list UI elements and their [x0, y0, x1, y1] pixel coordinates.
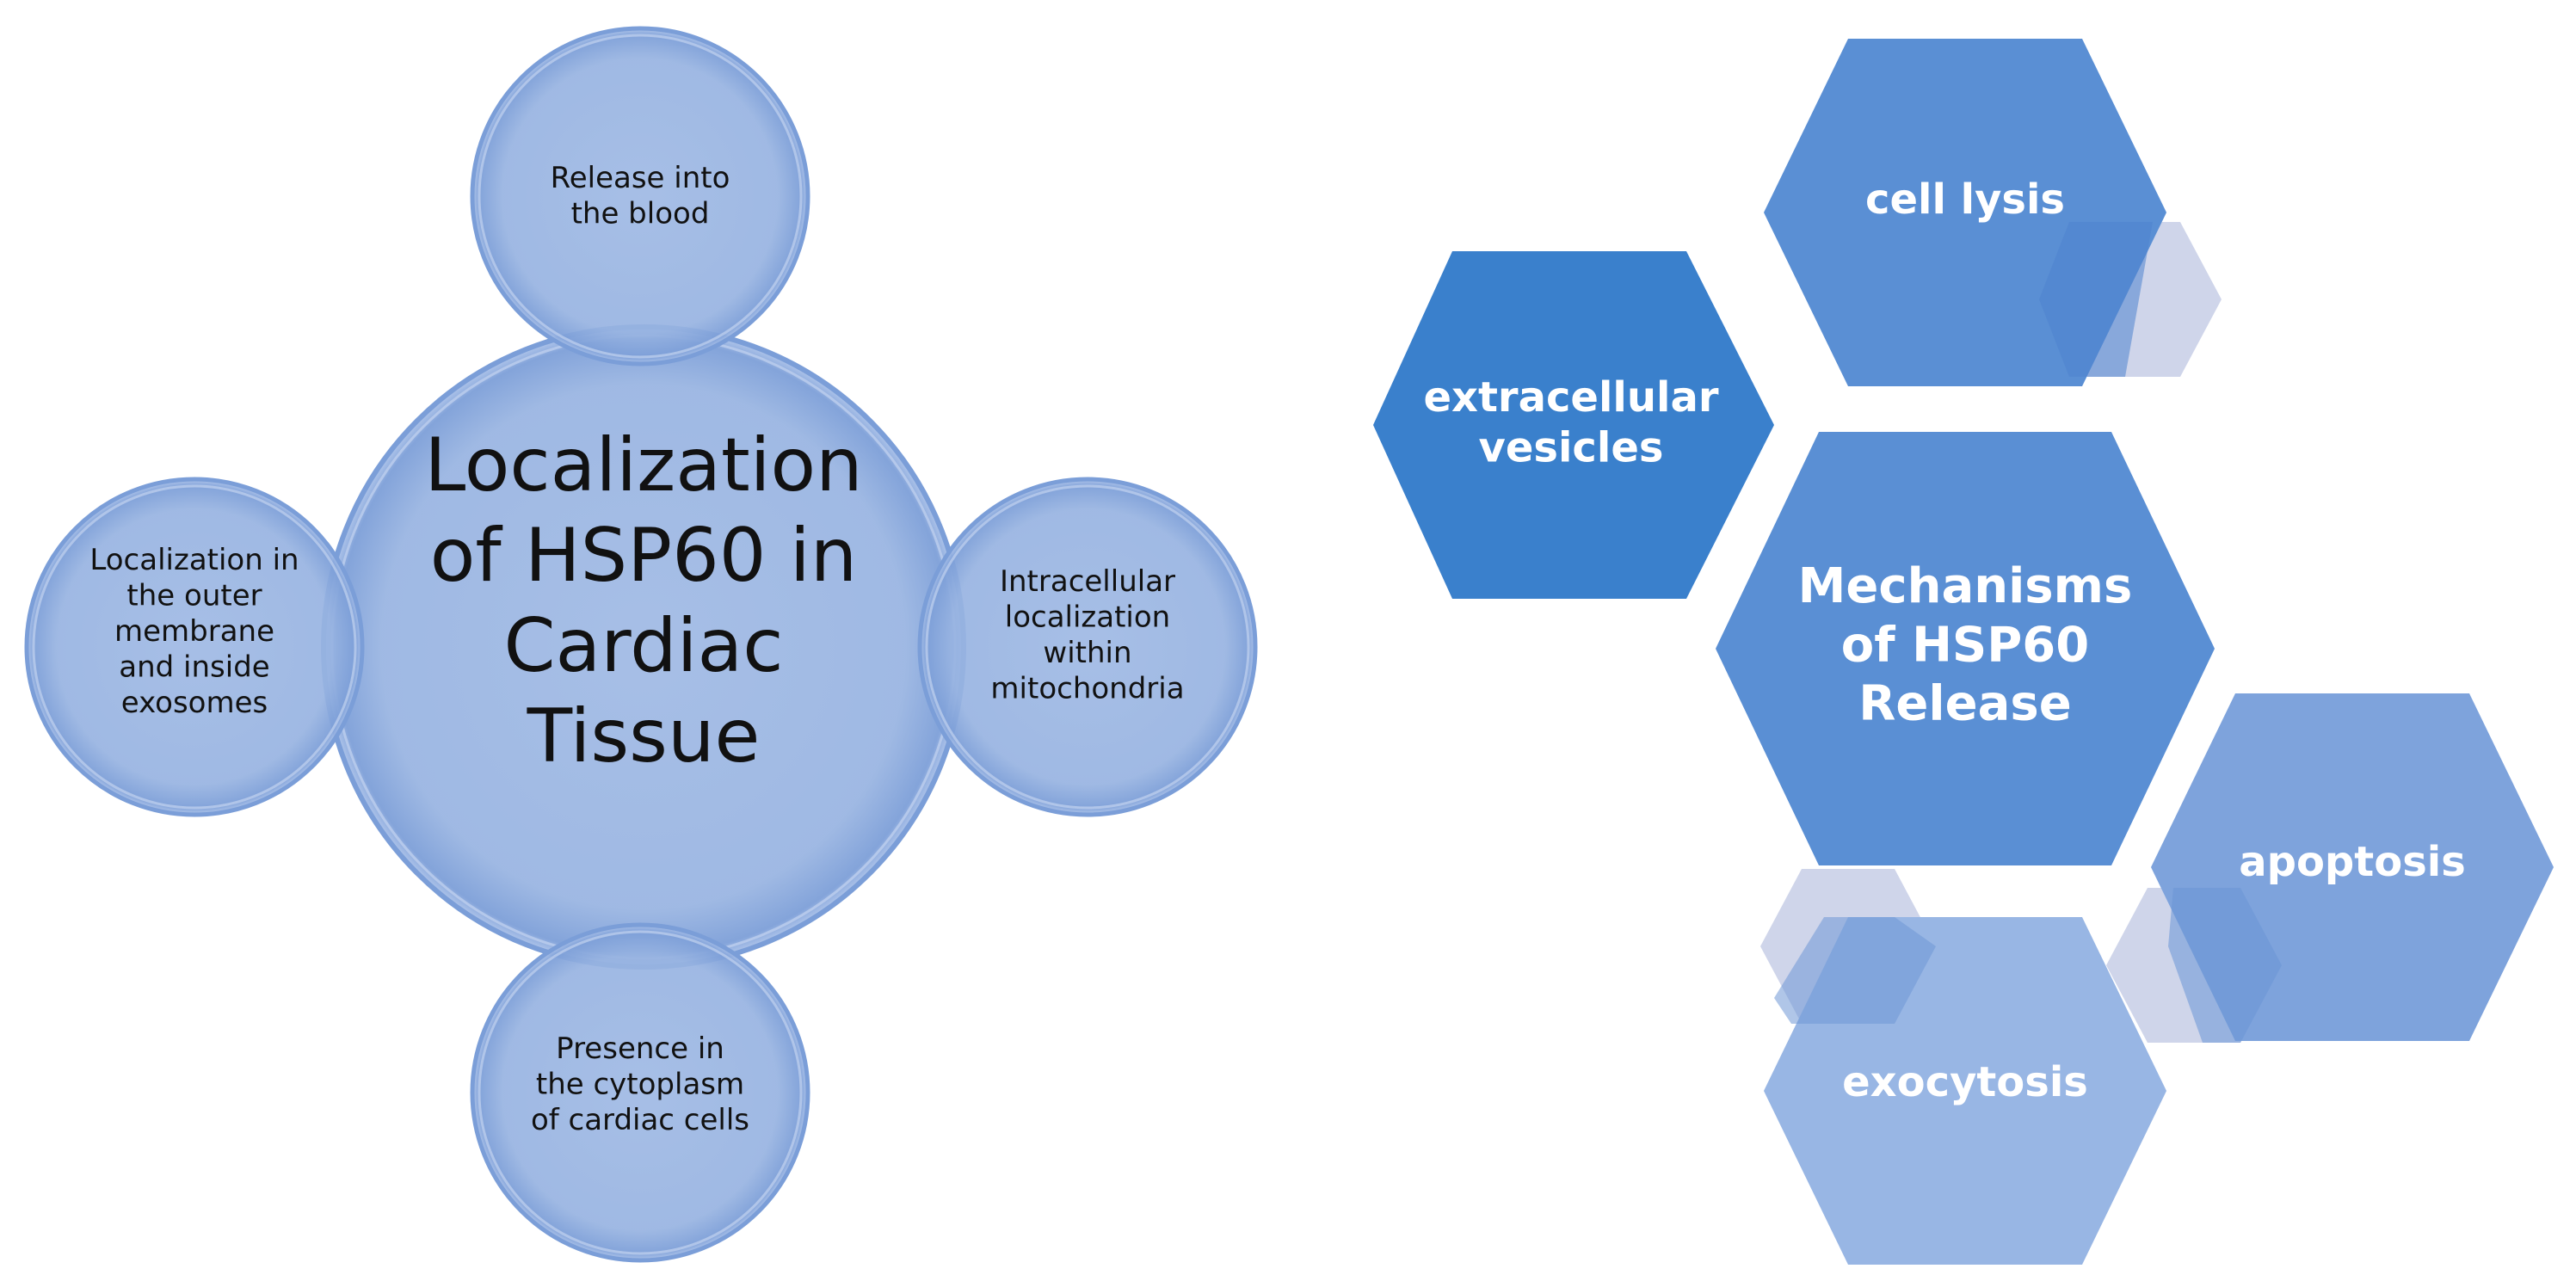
hexagon-label-cell-lysis-line-1: cell lysis [1865, 176, 2065, 224]
center-label-localization-line-3: Cardiac [503, 603, 783, 689]
satellite-label-exosomes-line-4: and inside [119, 650, 269, 684]
satellite-label-cytoplasm-line-2: the cytoplasm [536, 1067, 744, 1101]
center-label-mechanisms-line-2: of HSP60 [1841, 617, 2090, 673]
hexagon-label-extracellular-vesicles-line-2: vesicles [1479, 424, 1664, 472]
overlap-tint-lower-right [2168, 888, 2282, 1043]
center-label-localization-line-1: Localization [424, 422, 862, 508]
satellite-label-blood-line-2: the blood [571, 196, 710, 231]
center-label-localization-line-2: of HSP60 in [430, 513, 858, 599]
hexagon-label-extracellular-vesicles-line-1: extracellular [1423, 373, 1718, 422]
center-label-mechanisms-line-3: Release [1858, 676, 2071, 732]
satellite-label-cytoplasm-line-3: of cardiac cells [531, 1103, 749, 1137]
hexagon-label-exocytosis-line-1: exocytosis [1842, 1058, 2088, 1106]
overlap-tint-lower-left [1774, 917, 1936, 1024]
satellite-label-mitochondria-line-1: Intracellular [1000, 564, 1175, 599]
center-label-localization-line-4: Tissue [527, 693, 761, 779]
satellite-label-exosomes-line-2: the outer [126, 578, 262, 613]
overlap-tint-top [2039, 222, 2153, 377]
hexagon-label-apoptosis: apoptosis [2239, 838, 2466, 886]
satellite-label-cytoplasm-line-1: Presence in [556, 1032, 724, 1066]
satellite-label-blood-line-1: Release into [551, 161, 730, 195]
hexagon-label-exocytosis: exocytosis [1842, 1058, 2088, 1106]
satellite-label-exosomes-line-1: Localization in [89, 543, 299, 577]
satellite-label-mitochondria-line-2: localization [1005, 600, 1170, 634]
hexagon-label-cell-lysis: cell lysis [1865, 176, 2065, 224]
center-label-mechanisms-line-1: Mechanisms [1798, 558, 2133, 614]
hexagon-label-apoptosis-line-1: apoptosis [2239, 838, 2466, 886]
satellite-label-exosomes-line-5: exosomes [121, 686, 268, 720]
satellite-label-mitochondria-line-3: within [1043, 636, 1131, 670]
satellite-label-exosomes-line-3: membrane [114, 614, 274, 649]
satellite-label-mitochondria-line-4: mitochondria [990, 671, 1184, 705]
